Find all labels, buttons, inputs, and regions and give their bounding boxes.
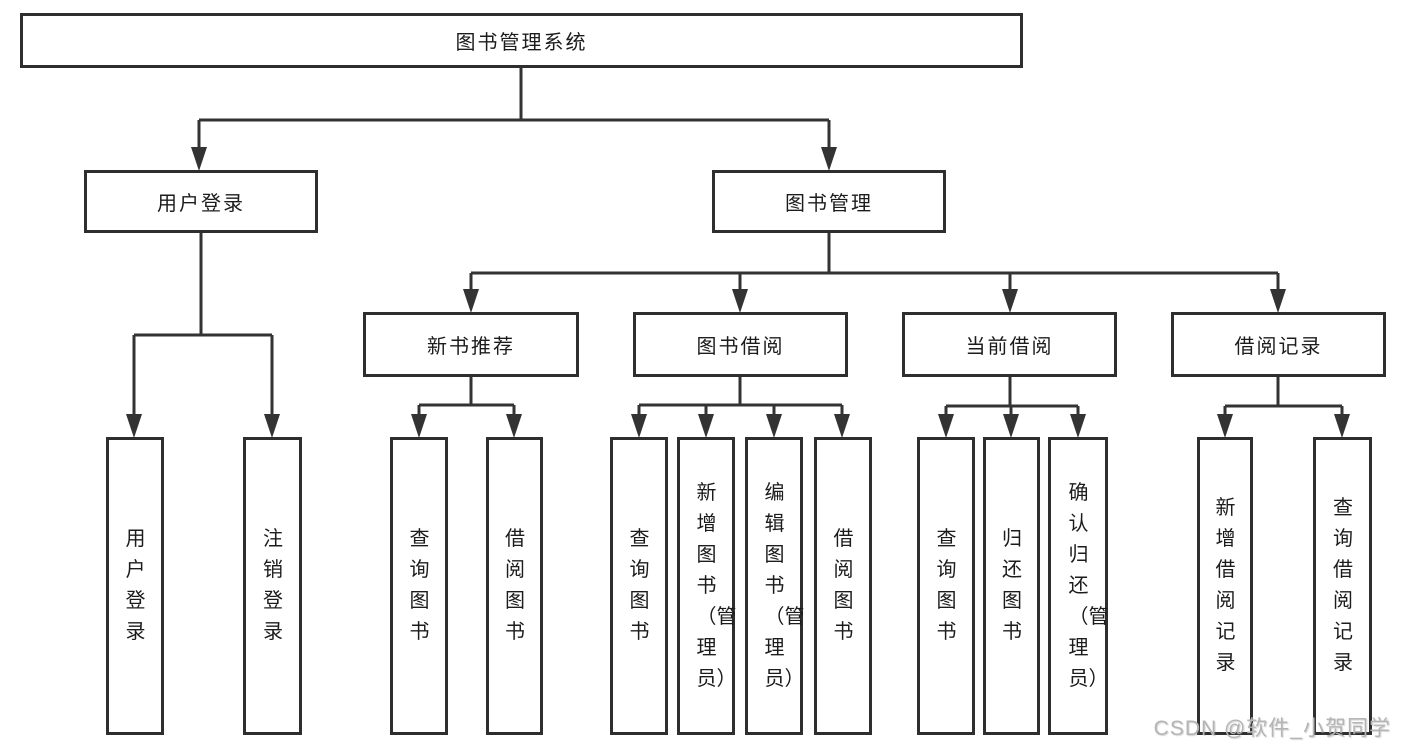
connector-user-login-children bbox=[126, 233, 280, 438]
leaf-query-borrow-record-label: 查询借阅记录 bbox=[1333, 497, 1353, 674]
leaf-query-books-recommend: 查询图书 bbox=[390, 437, 448, 735]
leaf-add-books-admin: 新增图书（管理员） bbox=[677, 437, 737, 735]
node-new-book-recommend: 新书推荐 bbox=[363, 312, 579, 377]
leaf-return-books: 归还图书 bbox=[983, 437, 1040, 735]
connector-borrowing-records-children bbox=[1217, 377, 1350, 438]
leaf-logout-label: 注销登录 bbox=[263, 528, 283, 643]
leaf-query-books-borrowing: 查询图书 bbox=[610, 437, 668, 735]
node-current-borrowing-label: 当前借阅 bbox=[965, 336, 1054, 358]
node-borrowing-records: 借阅记录 bbox=[1171, 312, 1386, 377]
leaf-return-books-label: 归还图书 bbox=[1002, 528, 1022, 643]
connector-new-book-children bbox=[411, 377, 522, 438]
csdn-watermark: CSDN @软件_小贺同学 bbox=[1153, 717, 1391, 740]
node-borrowing-records-label: 借阅记录 bbox=[1234, 336, 1323, 358]
leaf-edit-books-admin-label: 编辑图书（管理员） bbox=[764, 481, 805, 690]
leaf-add-borrow-record: 新增借阅记录 bbox=[1197, 437, 1253, 735]
leaf-query-books-current-label: 查询图书 bbox=[936, 528, 957, 643]
node-new-book-recommend-label: 新书推荐 bbox=[427, 336, 515, 358]
node-book-management-label: 图书管理 bbox=[785, 193, 873, 215]
leaf-borrow-books: 借阅图书 bbox=[814, 437, 872, 735]
leaf-query-borrow-record: 查询借阅记录 bbox=[1313, 437, 1372, 735]
leaf-confirm-return-admin: 确认归还（管理员） bbox=[1048, 437, 1109, 735]
leaf-confirm-return-admin-label: 确认归还（管理员） bbox=[1068, 481, 1109, 690]
connector-book-management-children bbox=[463, 233, 1286, 313]
connector-root-to-level2 bbox=[191, 68, 837, 171]
connector-book-borrowing-children bbox=[631, 377, 850, 438]
leaf-query-books-borrowing-label: 查询图书 bbox=[629, 528, 650, 643]
leaf-logout: 注销登录 bbox=[243, 437, 302, 735]
leaf-add-books-admin-label: 新增图书（管理员） bbox=[696, 481, 737, 690]
leaf-user-login-label: 用户登录 bbox=[125, 528, 146, 643]
leaf-edit-books-admin: 编辑图书（管理员） bbox=[745, 437, 805, 735]
leaf-add-borrow-record-label: 新增借阅记录 bbox=[1215, 497, 1236, 674]
node-user-login-label: 用户登录 bbox=[157, 193, 245, 215]
node-book-borrowing: 图书借阅 bbox=[633, 312, 848, 377]
node-book-borrowing-label: 图书借阅 bbox=[696, 336, 785, 358]
node-library-system: 图书管理系统 bbox=[20, 13, 1023, 68]
leaf-query-books-current: 查询图书 bbox=[917, 437, 975, 735]
leaf-user-login: 用户登录 bbox=[106, 437, 164, 735]
leaf-query-books-recommend-label: 查询图书 bbox=[409, 528, 430, 643]
node-current-borrowing: 当前借阅 bbox=[902, 312, 1117, 377]
node-user-login: 用户登录 bbox=[84, 170, 318, 233]
leaf-borrow-books-recommend-label: 借阅图书 bbox=[505, 528, 525, 643]
connector-current-borrowing-children bbox=[938, 377, 1086, 438]
leaf-borrow-books-label: 借阅图书 bbox=[833, 528, 854, 643]
leaf-borrow-books-recommend: 借阅图书 bbox=[486, 437, 543, 735]
node-book-management: 图书管理 bbox=[712, 170, 946, 233]
node-library-system-label: 图书管理系统 bbox=[455, 32, 588, 54]
